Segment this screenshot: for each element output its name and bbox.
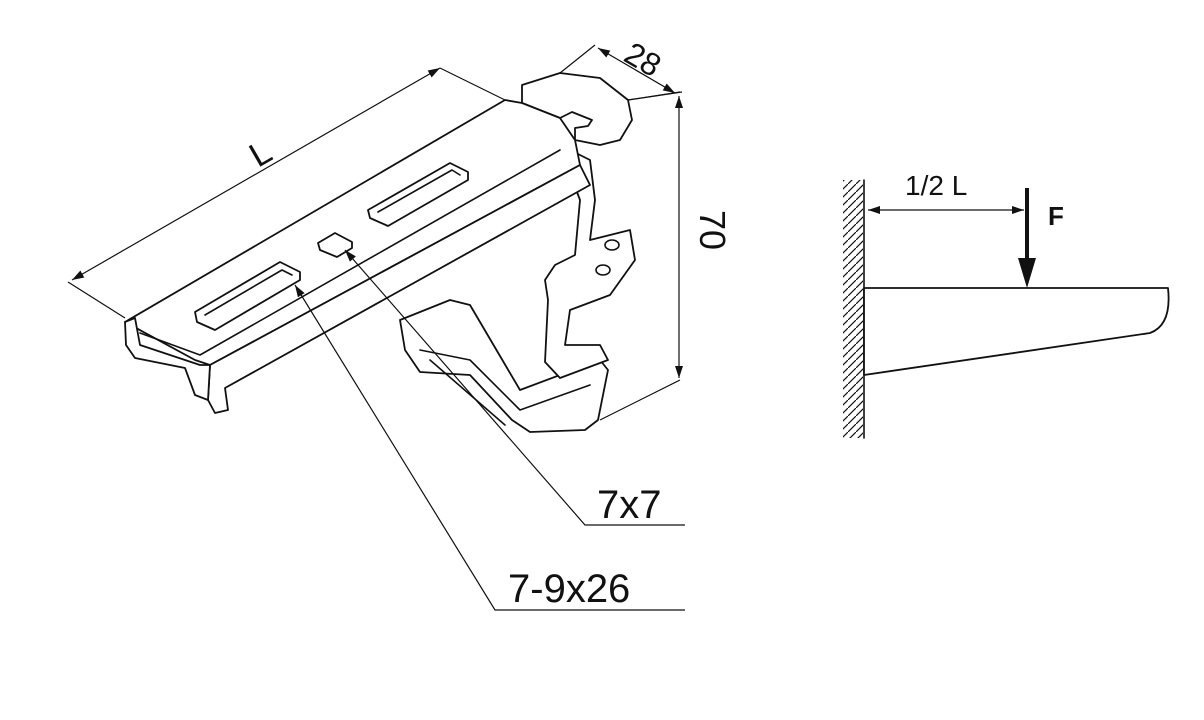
bracket-isometric-view (124, 72, 636, 433)
hook-edge (419, 349, 591, 411)
hook-edge (429, 359, 506, 426)
force-arrowhead (1018, 258, 1036, 288)
bracket-lower-hook (399, 299, 609, 433)
distance-label: 1/2 L (905, 170, 967, 201)
bracket-channel-lip (124, 317, 211, 401)
bracket-channel-top (124, 99, 581, 366)
square-hole-label: 7x7 (597, 483, 662, 527)
mount-hole (595, 264, 611, 276)
dimension-height: 70 (599, 91, 733, 421)
load-diagram: 1/2 L F (843, 170, 1170, 439)
channel-fold-line (139, 149, 561, 356)
force-label: F (1048, 201, 1064, 231)
leader-slot-hole: 7-9x26 (294, 284, 685, 611)
wall-hatching (843, 180, 863, 438)
bracket-back-plate (544, 144, 636, 379)
bracket-channel-front (207, 164, 591, 414)
mount-hole (604, 239, 620, 251)
width-label: 28 (619, 35, 668, 84)
cantilever-bracket (863, 287, 1170, 376)
leader-square-hole: 7x7 (344, 249, 685, 527)
length-label: L (243, 133, 278, 175)
slot-hole-label: 7-9x26 (508, 567, 630, 611)
height-label: 70 (692, 210, 733, 250)
